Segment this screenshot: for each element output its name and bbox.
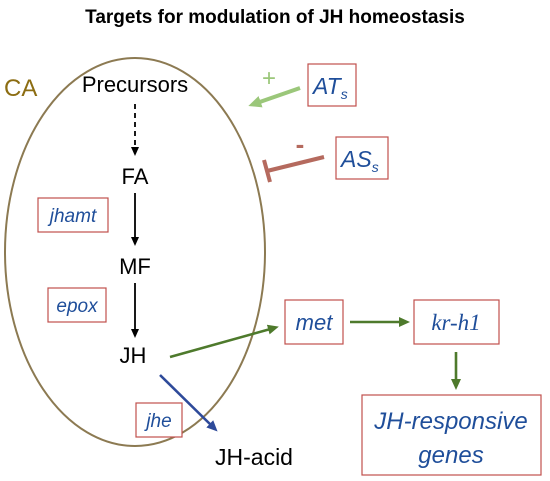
responsive-genes-line1: JH-responsive — [373, 408, 527, 435]
responsive-genes-line2: genes — [418, 442, 483, 469]
ass-label: ASs — [339, 146, 379, 175]
epox-label: epox — [56, 296, 99, 317]
ass-box — [335, 136, 389, 180]
ca-label: CA — [4, 75, 37, 102]
jh-to-met-arrow — [169, 324, 279, 359]
ass-inhibition-bar — [262, 159, 272, 183]
mf-label: MF — [119, 254, 151, 279]
krh1-box — [413, 299, 500, 345]
jh-to-jh-acid-arrow — [159, 374, 218, 432]
met-box — [284, 299, 344, 345]
ca-ellipse — [4, 57, 266, 447]
ass-inhibition-line — [266, 155, 325, 173]
fa-label: FA — [122, 164, 149, 189]
jhe-box — [135, 402, 183, 438]
jh-label: JH — [120, 343, 147, 368]
responsive-genes-box — [361, 394, 542, 476]
ats-subscript: s — [341, 86, 348, 102]
ass-minus-sign: - — [296, 129, 305, 159]
met-label: met — [296, 310, 334, 335]
ass-subscript: s — [372, 159, 379, 175]
ats-plus-sign: + — [262, 65, 276, 92]
ats-box — [307, 63, 357, 107]
ass-main: AS — [339, 146, 372, 172]
krh1-label: kr-h1 — [431, 310, 480, 335]
precursors-label: Precursors — [82, 72, 188, 97]
jhamt-box — [37, 197, 109, 233]
diagram-title: Targets for modulation of JH homeostasis — [85, 7, 465, 28]
ats-label: ATs — [311, 73, 348, 102]
ats-main: AT — [311, 73, 343, 99]
ats-stimulation-arrow — [248, 86, 301, 108]
jhamt-label: jhamt — [47, 206, 97, 227]
jhe-label: jhe — [143, 411, 171, 432]
epox-box — [47, 287, 107, 323]
jh-acid-label: JH-acid — [215, 444, 293, 470]
